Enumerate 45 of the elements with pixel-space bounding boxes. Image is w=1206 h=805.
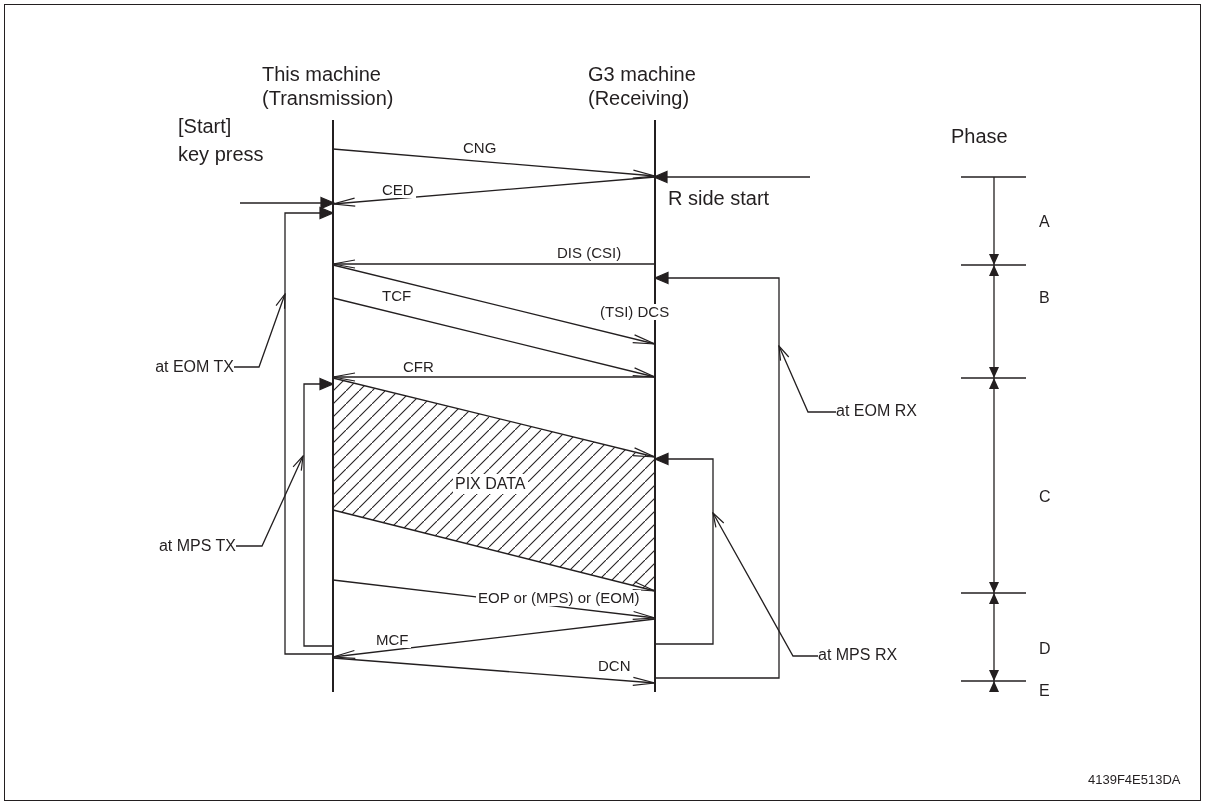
edge-label: DCN: [596, 658, 633, 674]
leader-line: [233, 293, 286, 368]
phase-heading: Phase: [951, 124, 1008, 148]
figure-code: 4139F4E513DA: [1088, 771, 1181, 788]
message-arrow: [332, 372, 656, 382]
loop-arrow: [303, 377, 334, 647]
phase-letter: A: [1039, 212, 1050, 232]
message-arrow: [332, 148, 656, 179]
message-arrow: [332, 297, 656, 378]
edge-label: CFR: [401, 359, 436, 375]
phase-letter: E: [1039, 681, 1050, 701]
message-arrow: [332, 509, 656, 592]
lifeline-header: This machine (Transmission): [262, 62, 395, 110]
start-arrow: [239, 196, 335, 210]
callout-label: at MPS RX: [818, 645, 932, 667]
edge-label: CED: [380, 182, 416, 198]
callout-label: at EOM TX: [120, 357, 234, 379]
edge-label: TCF: [380, 288, 414, 304]
message-arrow: [332, 618, 656, 659]
block-label: PIX DATA: [453, 474, 528, 494]
message-arrow: [332, 176, 656, 207]
leader-line: [778, 345, 837, 413]
lifeline-header: G3 machine (Receiving): [588, 62, 697, 110]
callout-label: at MPS TX: [124, 536, 236, 558]
message-arrow: [332, 259, 656, 269]
edge-label: DIS (CSI): [555, 245, 624, 261]
message-arrow: [332, 377, 656, 458]
phase-letter: C: [1039, 487, 1051, 507]
start-key-label: [Start] key press: [178, 112, 268, 203]
edge-label: EOP or (MPS) or (EOM): [476, 590, 642, 606]
phase-letter: D: [1039, 639, 1051, 659]
message-arrow: [332, 657, 656, 686]
edge-label: CNG: [461, 140, 499, 156]
loop-arrow: [654, 271, 780, 679]
loop-arrow: [284, 206, 334, 655]
start-arrow: [653, 170, 811, 184]
leader-line: [235, 455, 304, 547]
hatched-data-block: [333, 378, 655, 591]
callout-label: at EOM RX: [836, 401, 952, 423]
message-arrow: [332, 264, 656, 345]
phase-letter: B: [1039, 288, 1050, 308]
loop-arrow: [654, 452, 714, 645]
edge-label: (TSI) DCS: [598, 304, 672, 320]
leader-line: [712, 512, 819, 657]
edge-label: MCF: [374, 632, 411, 648]
